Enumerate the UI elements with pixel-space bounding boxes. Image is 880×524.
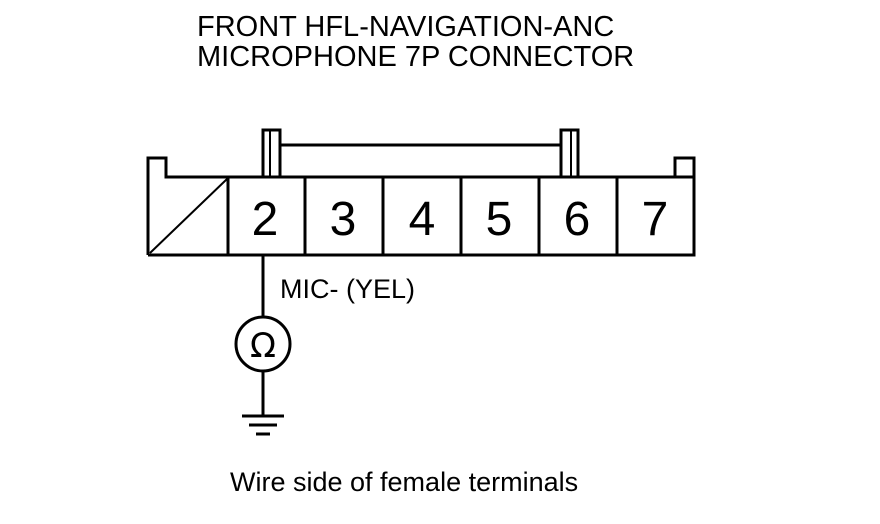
ohmmeter-icon: Ω xyxy=(234,315,292,373)
connector-housing xyxy=(146,128,696,257)
pin-4-label: 4 xyxy=(409,193,436,246)
pin-7-label: 7 xyxy=(642,193,669,246)
wire-label: MIC- (YEL) xyxy=(280,274,415,304)
pin-2-label: 2 xyxy=(252,193,279,246)
pin-5-label: 5 xyxy=(486,193,513,246)
pin-3-label: 3 xyxy=(330,193,357,246)
ohm-symbol: Ω xyxy=(250,326,276,366)
pin-6-label: 6 xyxy=(564,193,591,246)
title-line-1: FRONT HFL-NAVIGATION-ANC xyxy=(197,11,614,43)
title-line-2: MICROPHONE 7P CONNECTOR xyxy=(197,41,634,73)
diagram-caption: Wire side of female terminals xyxy=(230,467,578,497)
empty-cavity-mark xyxy=(149,178,228,254)
ground-icon xyxy=(242,414,284,436)
